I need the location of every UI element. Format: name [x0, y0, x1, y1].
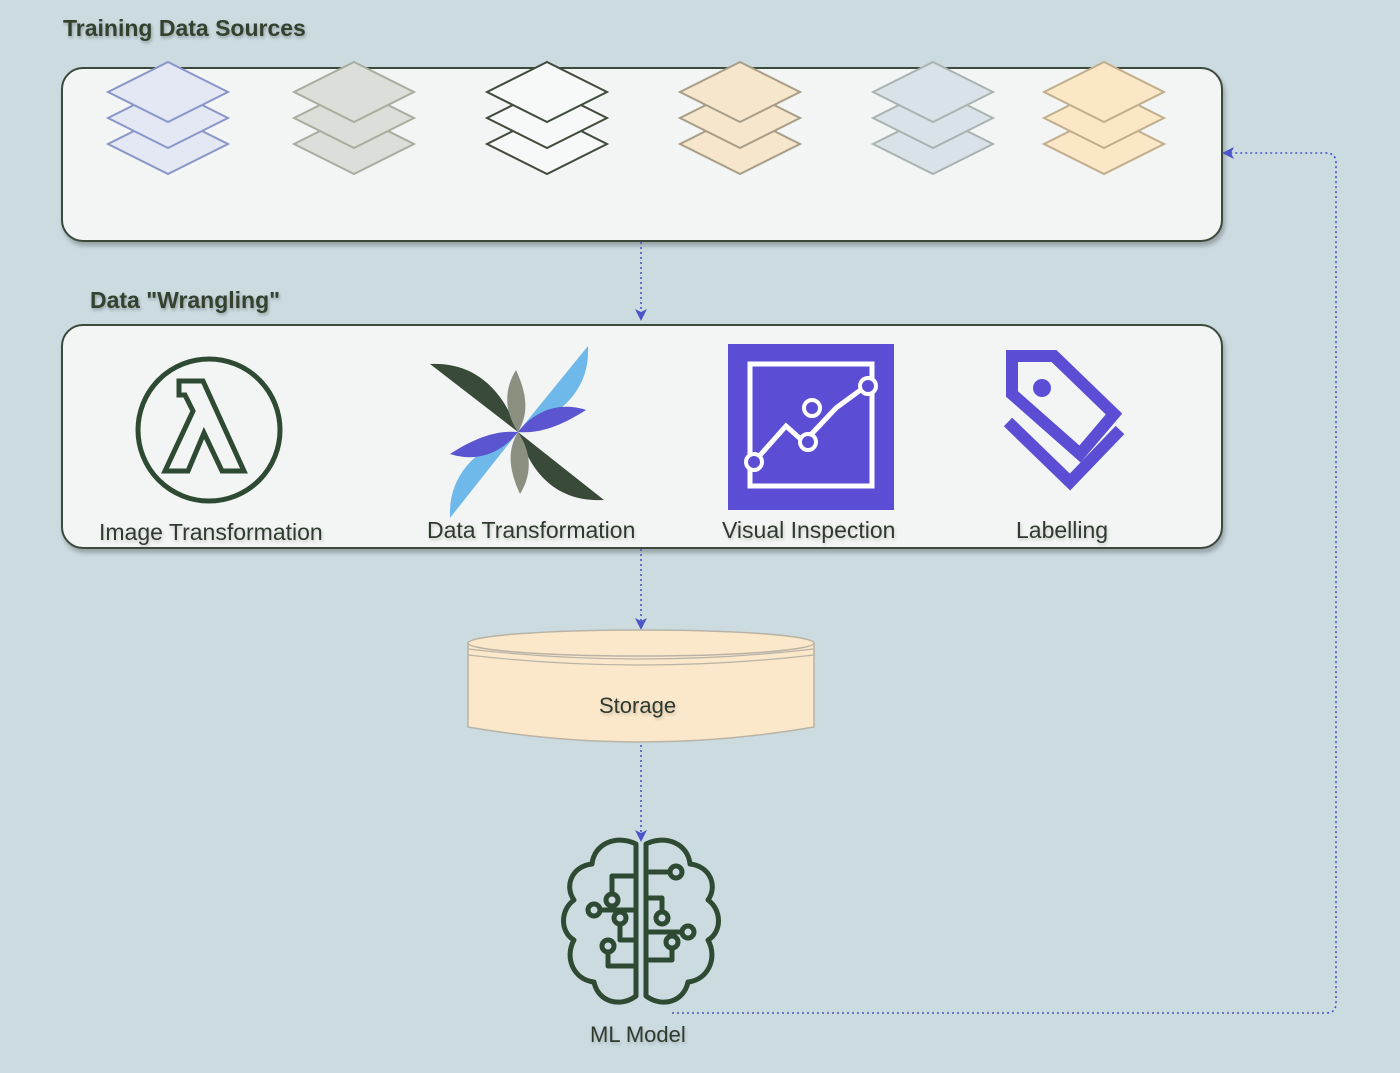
- ml-model-label: ML Model: [590, 1022, 686, 1047]
- tag-icon: [1003, 350, 1125, 491]
- data-source-stack-icon: [870, 60, 996, 176]
- tool-label-labelling: Labelling: [1016, 517, 1109, 543]
- layer-stacks-group: [105, 60, 1167, 176]
- lambda-icon: [135, 356, 283, 504]
- wrangling-title: Data "Wrangling": [90, 287, 281, 313]
- data-source-stack-icon: [484, 60, 610, 176]
- stack-layer: [1041, 60, 1167, 124]
- data-source-stack-icon: [105, 60, 231, 176]
- stack-layer: [870, 60, 996, 124]
- brain-circuit-icon: [561, 837, 721, 1005]
- tool-label-visual-inspection: Visual Inspection: [722, 517, 896, 543]
- storage-label: Storage: [599, 693, 677, 718]
- stack-layer: [291, 60, 417, 124]
- chart-inspection-icon: [728, 344, 894, 510]
- stack-layer: [677, 60, 803, 124]
- data-source-stack-icon: [1041, 60, 1167, 176]
- wrangling-panel: Image Transformation Data Transformation…: [61, 324, 1223, 549]
- data-source-stack-icon: [291, 60, 417, 176]
- stack-layer: [105, 60, 231, 124]
- training-sources-title: Training Data Sources: [63, 15, 306, 41]
- data-source-stack-icon: [677, 60, 803, 176]
- training-sources-panel: [61, 60, 1223, 242]
- storage-cylinder: [467, 629, 815, 743]
- stack-layer: [484, 60, 610, 124]
- tool-label-data-transformation: Data Transformation: [427, 517, 636, 543]
- pinwheel-icon: [430, 346, 604, 518]
- arrow-model-feedback: [672, 147, 1337, 1014]
- tool-label-image-transformation: Image Transformation: [99, 519, 323, 545]
